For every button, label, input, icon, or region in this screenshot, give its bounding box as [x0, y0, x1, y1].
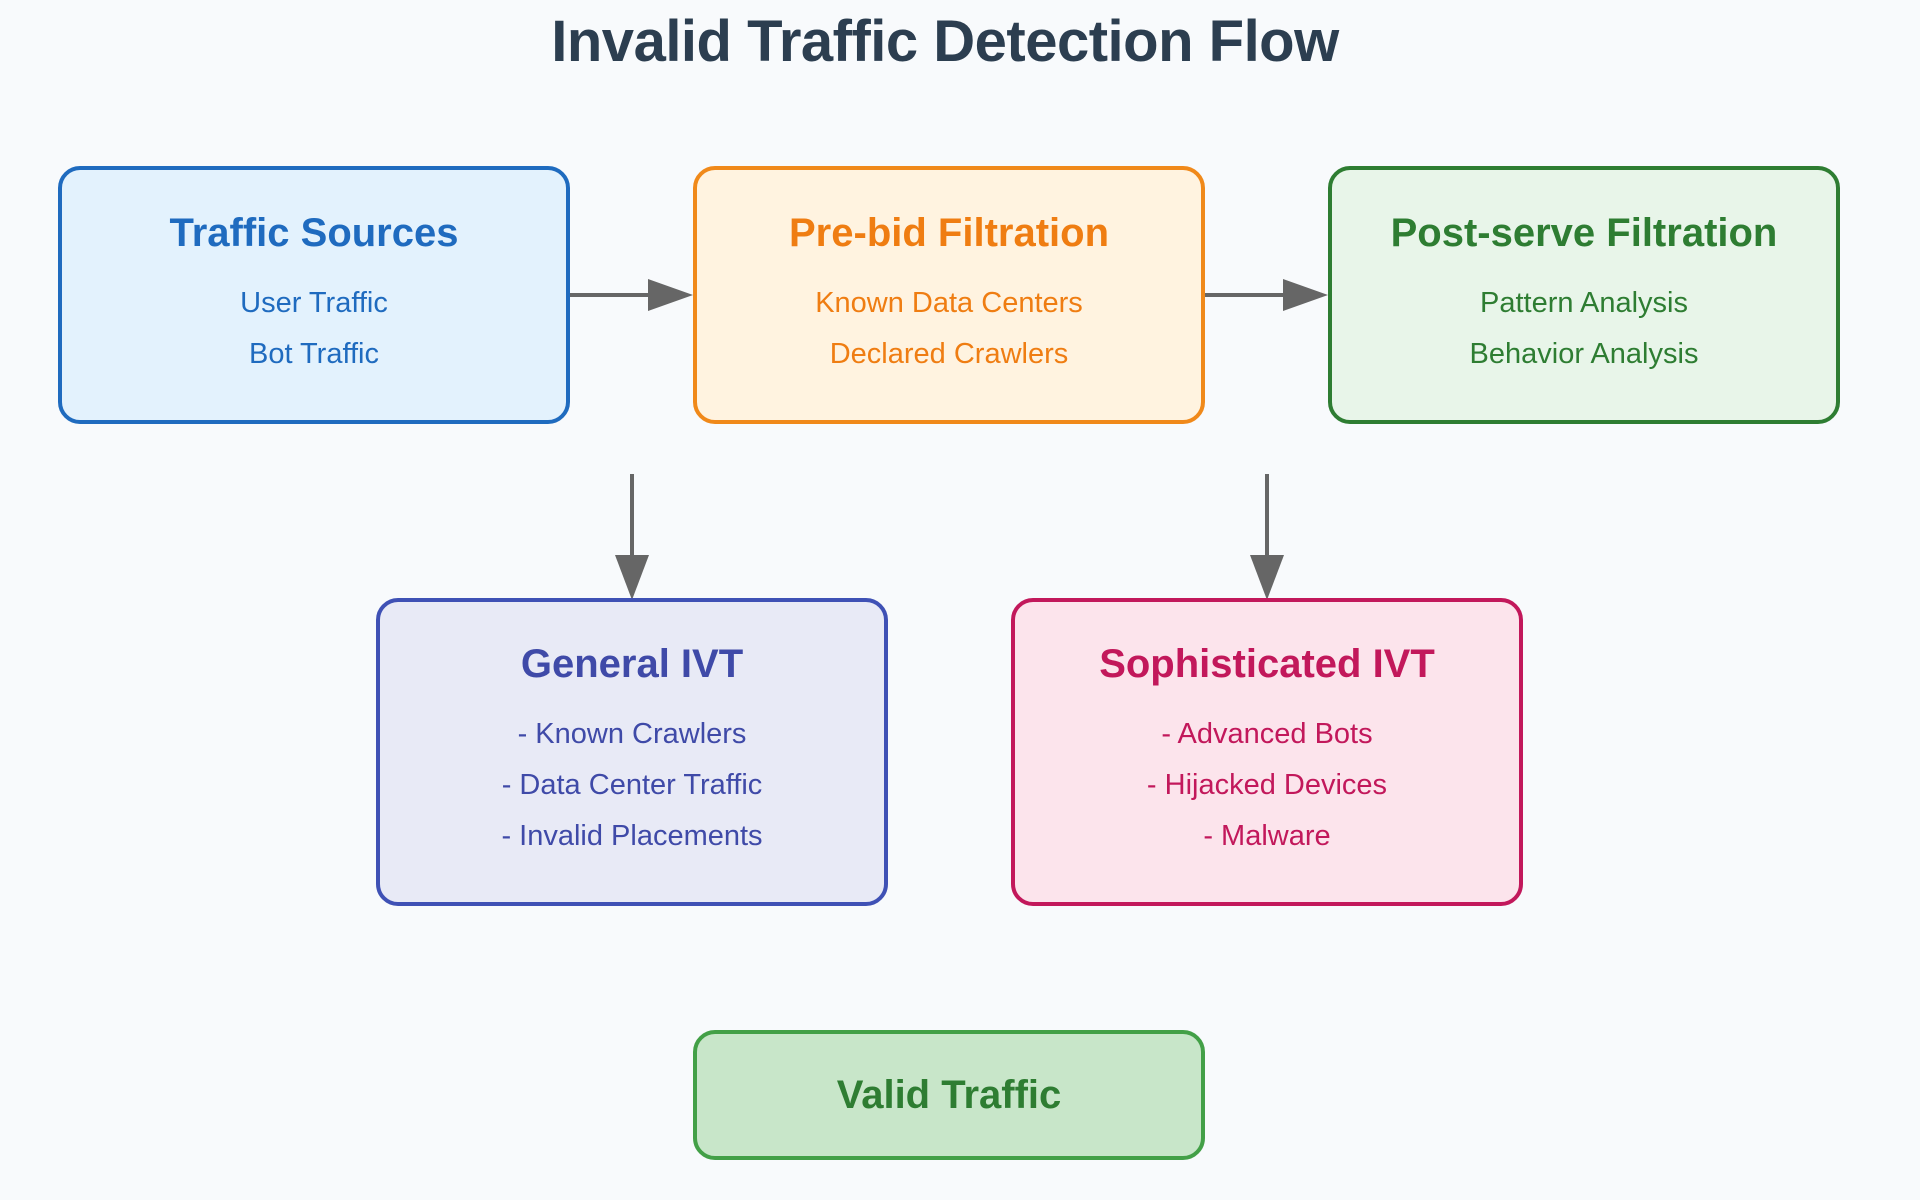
- node-sophisticated-ivt-item: - Malware: [1203, 820, 1331, 852]
- node-traffic-sources-item: Bot Traffic: [248, 337, 380, 370]
- node-sophisticated-ivt: Sophisticated IVT - Advanced Bots - Hija…: [1011, 598, 1523, 906]
- arrow-prebid-to-postserve: [1205, 279, 1328, 311]
- node-sophisticated-ivt-item: - Advanced Bots: [1161, 718, 1373, 750]
- node-traffic-sources-item: User Traffic: [240, 286, 388, 319]
- node-valid-traffic: Valid Traffic: [693, 1030, 1205, 1160]
- node-traffic-sources-title: Traffic Sources: [169, 210, 459, 255]
- node-sophisticated-ivt-title: Sophisticated IVT: [1099, 642, 1435, 686]
- node-valid-traffic-title: Valid Traffic: [836, 1072, 1062, 1117]
- node-general-ivt-title: General IVT: [520, 642, 744, 686]
- arrow-to-sophisticated-ivt: [1250, 474, 1284, 600]
- node-postserve-filtration: Post-serve Filtration Pattern Analysis B…: [1328, 166, 1840, 424]
- arrow-sources-to-prebid: [570, 279, 693, 311]
- diagram-title: Invalid Traffic Detection Flow: [551, 9, 1339, 74]
- node-prebid-filtration-title: Pre-bid Filtration: [789, 210, 1109, 255]
- node-postserve-filtration-item: Pattern Analysis: [1480, 286, 1688, 319]
- arrow-to-general-ivt: [615, 474, 649, 600]
- node-general-ivt: General IVT - Known Crawlers - Data Cent…: [376, 598, 888, 906]
- node-traffic-sources: Traffic Sources User Traffic Bot Traffic: [58, 166, 570, 424]
- node-postserve-filtration-title: Post-serve Filtration: [1390, 210, 1778, 255]
- node-prebid-filtration-item: Declared Crawlers: [829, 337, 1069, 370]
- node-sophisticated-ivt-item: - Hijacked Devices: [1146, 769, 1388, 801]
- node-postserve-filtration-item: Behavior Analysis: [1469, 337, 1699, 370]
- node-prebid-filtration: Pre-bid Filtration Known Data Centers De…: [693, 166, 1205, 424]
- node-general-ivt-item: - Invalid Placements: [501, 820, 763, 852]
- node-general-ivt-item: - Known Crawlers: [517, 718, 747, 750]
- node-general-ivt-item: - Data Center Traffic: [501, 769, 763, 801]
- node-prebid-filtration-item: Known Data Centers: [815, 286, 1083, 319]
